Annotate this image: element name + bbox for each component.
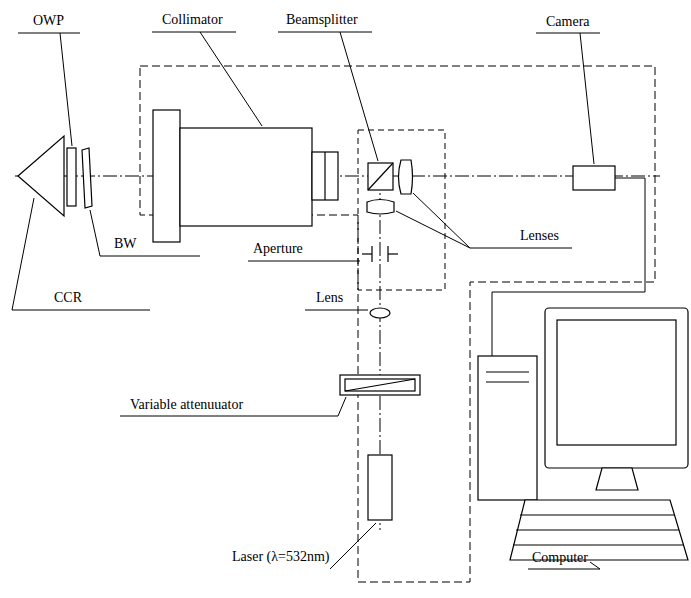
collimator-nose [324, 152, 325, 200]
computer-screen [557, 320, 676, 445]
beamsplitter-cube [368, 163, 393, 190]
monitor-stand [596, 468, 638, 490]
leader-line [120, 397, 346, 416]
window-plate [82, 148, 92, 208]
laser-body [368, 455, 392, 520]
computer-tower [486, 371, 529, 372]
beamsplitter-cube [368, 163, 393, 190]
wave-plate [67, 148, 76, 206]
part-label: Lens [316, 290, 343, 306]
lens-symbol [399, 160, 413, 194]
computer-keyboard [520, 514, 675, 515]
aperture-symbol [362, 253, 372, 254]
leader-line [305, 310, 368, 311]
part-label: CCR [54, 290, 82, 306]
part-label: BW [114, 236, 137, 252]
leader-line [330, 523, 376, 569]
retroreflector [18, 136, 64, 216]
part-label: Variable attenuuator [130, 397, 243, 413]
splitter-outline [358, 130, 445, 290]
leader-line [396, 193, 572, 248]
camera-body [573, 166, 615, 190]
collimator-flange [153, 110, 180, 242]
computer-monitor [545, 308, 688, 468]
camera-cable [492, 178, 645, 356]
leader-line [18, 33, 80, 146]
leader-line [248, 261, 360, 262]
computer-tower [478, 356, 537, 500]
computer-keyboard [513, 544, 684, 545]
part-label: Aperture [253, 241, 303, 257]
aperture-symbol [388, 253, 398, 254]
computer-tower [486, 381, 529, 382]
leader-line [90, 210, 200, 256]
computer-keyboard [516, 529, 679, 530]
part-label: Beamsplitter [286, 12, 358, 28]
attenuator [345, 379, 415, 391]
leader-line [12, 198, 150, 310]
part-label: Computer [532, 550, 588, 566]
part-label: Lenses [520, 228, 559, 244]
lens-symbol [367, 200, 394, 215]
aperture-symbol [371, 246, 372, 262]
attenuator [340, 375, 420, 395]
leader-line [152, 32, 262, 126]
attenuator [345, 379, 415, 391]
part-label: OWP [33, 13, 64, 29]
part-label: Laser (λ=532nm) [232, 549, 330, 565]
collimator-tube [180, 128, 312, 226]
leader-line [278, 32, 378, 161]
part-label: Collimator [162, 12, 223, 28]
lens-symbol [370, 308, 390, 318]
part-label: Camera [546, 14, 590, 30]
collimator-nose [312, 152, 338, 200]
leader-line [536, 33, 600, 164]
